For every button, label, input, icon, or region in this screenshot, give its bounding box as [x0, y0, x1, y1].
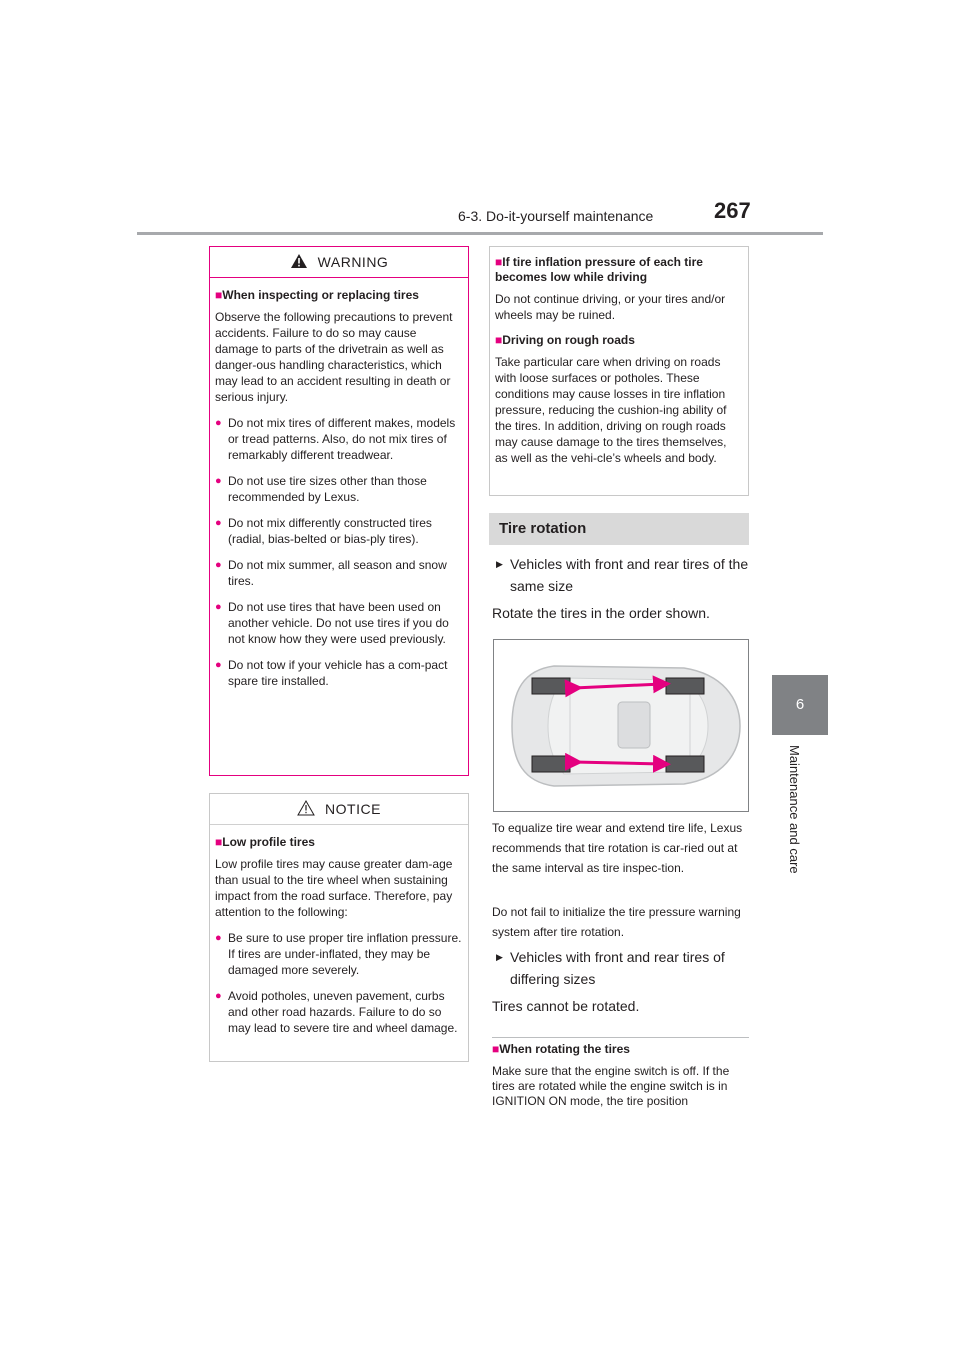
bottom-heading: ■When rotating the tires: [492, 1042, 630, 1056]
info-heading-2: ■Driving on rough roads: [495, 333, 635, 347]
rotation-result: Tires cannot be rotated.: [492, 998, 640, 1014]
warning-bullet: Do not use tires that have been used on …: [215, 599, 462, 647]
warning-title: WARNING: [317, 254, 389, 270]
page-number: 267: [714, 198, 751, 223]
warning-triangle-icon: [290, 253, 308, 272]
notice-triangle-icon: [297, 799, 315, 819]
warning-bullet: Do not use tire sizes other than those r…: [215, 473, 462, 505]
chapter-tab: 6: [772, 675, 828, 735]
warning-intro: Observe the following precautions to pre…: [215, 310, 453, 404]
notice-bullet: Be sure to use proper tire inflation pre…: [215, 930, 462, 978]
notice-heading: ■Low profile tires: [215, 835, 315, 849]
tire-rotation-diagram: [493, 639, 749, 812]
warning-heading: ■When inspecting or replacing tires: [215, 288, 419, 302]
case-differing-size: Vehicles with front and rear tires of di…: [496, 946, 760, 990]
notice-intro: Low profile tires may cause greater dam-…: [215, 857, 453, 919]
square-bullet-icon: ■: [495, 333, 503, 347]
info-text-2: Take particular care when driving on roa…: [495, 355, 727, 465]
info-box: ■If tire inflation pressure of each tire…: [489, 246, 749, 496]
warning-box: WARNING ■When inspecting or replacing ti…: [209, 246, 469, 776]
info-text-1: Do not continue driving, or your tires a…: [495, 292, 726, 322]
rotation-note-2: Do not fail to initialize the tire press…: [492, 905, 741, 939]
rotation-note-1: To equalize tire wear and extend tire li…: [492, 821, 743, 875]
square-bullet-icon: ■: [215, 835, 223, 849]
rotation-instruction: Rotate the tires in the order shown.: [492, 605, 710, 621]
notice-title: NOTICE: [325, 801, 381, 817]
note-divider: [492, 1037, 749, 1038]
notice-box: NOTICE ■Low profile tires Low profile ti…: [209, 793, 469, 1062]
car-top-view-illustration: [511, 665, 741, 787]
square-bullet-icon: ■: [492, 1042, 500, 1056]
warning-bullet: Do not tow if your vehicle has a com-pac…: [215, 657, 462, 689]
chapter-label: Maintenance and care: [787, 745, 802, 874]
section-heading: Tire rotation: [489, 513, 749, 545]
section-title: 6-3. Do-it-yourself maintenance: [458, 208, 654, 224]
bottom-text: Make sure that the engine switch is off.…: [492, 1064, 730, 1108]
notice-bullet: Avoid potholes, uneven pavement, curbs a…: [215, 988, 462, 1036]
square-bullet-icon: ■: [495, 255, 503, 269]
case-same-size: Vehicles with front and rear tires of th…: [496, 553, 760, 597]
warning-bullet: Do not mix differently constructed tires…: [215, 515, 462, 547]
warning-bullet: Do not mix summer, all season and snow t…: [215, 557, 462, 589]
warning-header: WARNING: [210, 247, 468, 278]
square-bullet-icon: ■: [215, 288, 223, 302]
warning-bullet: Do not mix tires of different makes, mod…: [215, 415, 462, 463]
header-rule: [137, 232, 823, 235]
info-heading-1: ■If tire inflation pressure of each tire…: [495, 255, 703, 284]
notice-header: NOTICE: [210, 794, 468, 825]
